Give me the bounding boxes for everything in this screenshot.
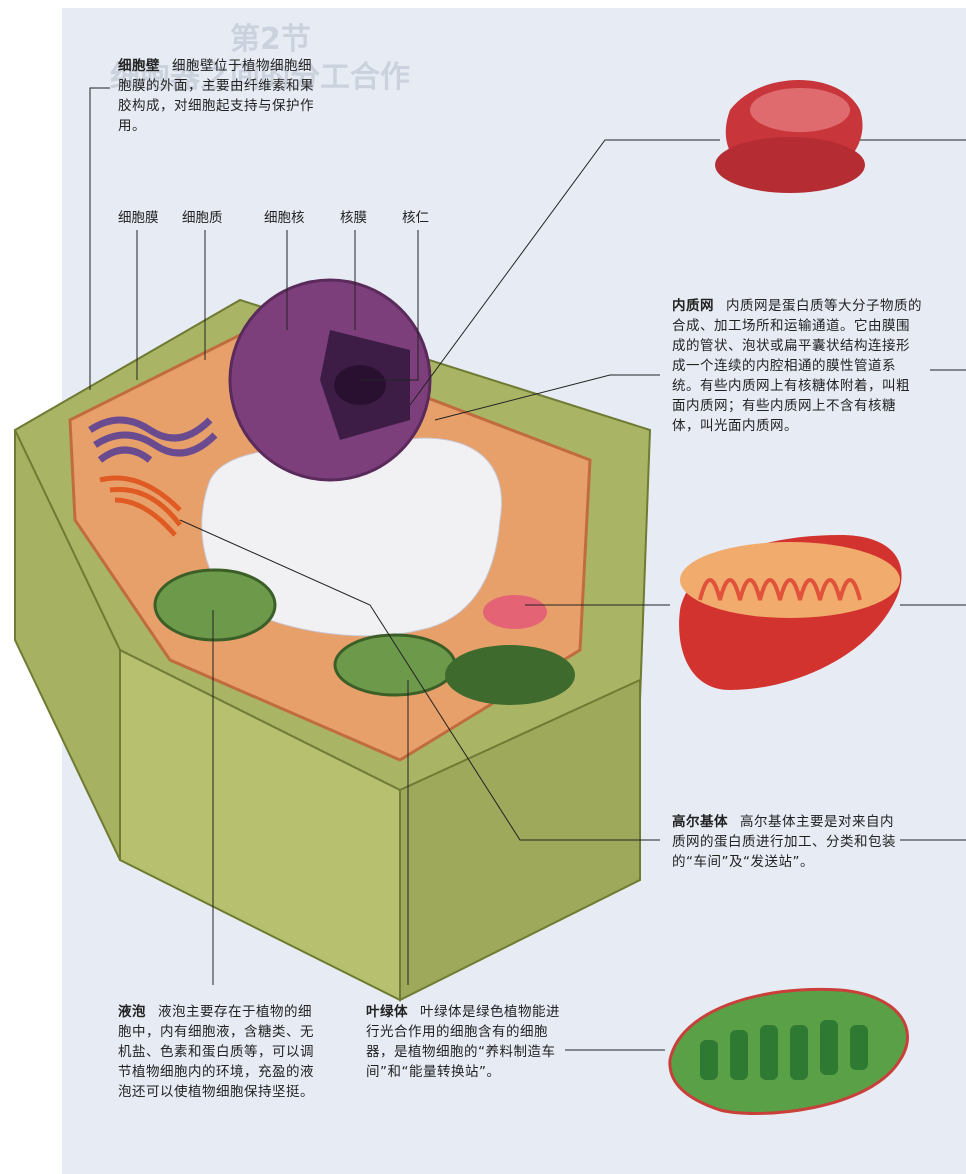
label-cytoplasm: 细胞质 (182, 210, 223, 226)
nucleolus (334, 365, 386, 405)
label-nuclear-envelope: 核膜 (340, 210, 367, 226)
label-cell-membrane: 细胞膜 (118, 210, 159, 226)
ghost-title: 细胞器之间的分工合作 (110, 60, 410, 95)
label-nucleus: 细胞核 (264, 210, 305, 226)
vacuole-caption: 液泡液泡主要存在于植物的细胞中，内有细胞液，含糖类、无机盐、色素和蛋白质等，可以… (118, 1002, 318, 1102)
chloroplast-detail-illustration (668, 987, 909, 1115)
chloroplast-1 (153, 568, 277, 642)
chloroplast-caption: 叶绿体叶绿体是绿色植物能进行光合作用的细胞含有的细胞器，是植物细胞的“养料制造车… (366, 1002, 566, 1082)
golgi-in-cell (99, 475, 182, 537)
cell-wall-desc: 细胞壁位于植物细胞细胞膜的外面，主要由纤维素和果胶构成，对细胞起支持与保护作用。 (118, 58, 314, 134)
chloroplast-3 (445, 645, 575, 705)
label-nucleolus: 核仁 (402, 210, 429, 226)
er-caption: 内质网内质网是蛋白质等大分子物质的合成、加工场所和运输通道。它由膜围成的管状、泡… (672, 296, 922, 436)
cell-wall-caption: 细胞壁细胞壁位于植物细胞细胞膜的外面，主要由纤维素和果胶构成，对细胞起支持与保护… (118, 56, 318, 136)
vacuole-desc: 液泡主要存在于植物的细胞中，内有细胞液，含糖类、无机盐、色素和蛋白质等，可以调节… (118, 1004, 314, 1100)
golgi-caption: 高尔基体高尔基体主要是对来自内质网的蛋白质进行加工、分类和包装的“车间”及“发送… (672, 812, 902, 872)
cell-wall-term: 细胞壁 (118, 58, 160, 74)
mitochondrion-detail-illustration (679, 535, 902, 690)
er-term: 内质网 (672, 298, 714, 314)
er-in-cell (88, 416, 218, 463)
golgi-term: 高尔基体 (672, 814, 728, 830)
vacuole-term: 液泡 (118, 1004, 146, 1020)
mitochondrion-in-cell (483, 595, 547, 629)
golgi-detail-illustration (715, 80, 865, 193)
golgi-desc: 高尔基体主要是对来自内质网的蛋白质进行加工、分类和包装的“车间”及“发送站”。 (672, 814, 896, 870)
er-desc: 内质网是蛋白质等大分子物质的合成、加工场所和运输通道。它由膜围成的管状、泡状或扁… (672, 298, 922, 434)
leader-lines (89, 87, 966, 1051)
chloroplast-desc: 叶绿体是绿色植物能进行光合作用的细胞含有的细胞器，是植物细胞的“养料制造车间”和… (366, 1004, 560, 1080)
chloroplast-term: 叶绿体 (366, 1004, 408, 1020)
ghost-section: 第2节 (230, 22, 311, 57)
